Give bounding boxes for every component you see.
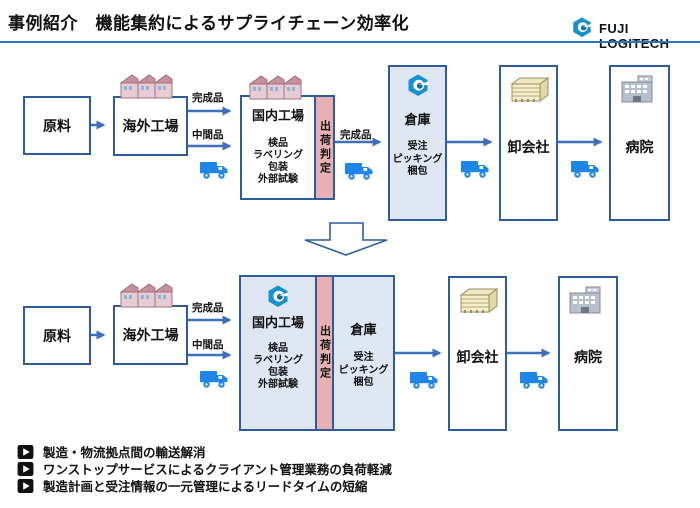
after-shipping-judgment-strip: 出荷判定 (315, 277, 334, 429)
play-bullet-icon (17, 462, 34, 476)
page-title: 事例紹介 機能集約によるサプライチェーン効率化 (8, 14, 410, 33)
wholesale-building-icon (506, 75, 552, 105)
task-labeling: ラベリング (253, 355, 303, 366)
task-packaging: 包装 (268, 367, 288, 378)
task-order: 受注 (353, 352, 374, 363)
before-wholesaler-box: 卸会社 (499, 65, 558, 221)
header-divider (0, 41, 700, 43)
before-overseas-factory-box: 海外工場 (113, 96, 188, 156)
task-packing: 梱包 (353, 377, 374, 388)
domestic-factory-label: 国内工場 (251, 315, 304, 330)
finished-goods-label: 完成品 (340, 129, 372, 141)
list-item: 製造・物流拠点間の輸送解消 (17, 443, 392, 460)
task-order: 受注 (407, 141, 428, 152)
warehouse-tasks: 受注 ピッキング 梱包 (393, 141, 443, 179)
domestic-factory-tasks: 検品 ラベリング 包装 外部試験 (253, 138, 303, 186)
fuji-logitech-logo-icon (266, 284, 290, 308)
after-domestic-factory-cell: 国内工場 検品 ラベリング 包装 外部試験 (241, 277, 315, 429)
finished-goods-label: 完成品 (192, 302, 224, 314)
brand-name: FUJI LOGITECH (599, 21, 670, 51)
after-wholesaler-box: 卸会社 (448, 276, 507, 431)
intermediate-goods-label: 中間品 (192, 129, 224, 141)
task-inspection: 検品 (268, 343, 288, 354)
wholesaler-label: 卸会社 (507, 139, 550, 155)
benefit-text: 製造計画と受注情報の一元管理によるリードタイムの短縮 (43, 480, 368, 494)
overseas-factory-label: 海外工場 (122, 118, 179, 134)
raw-material-label: 原料 (43, 327, 71, 344)
list-item: 製造計画と受注情報の一元管理によるリードタイムの短縮 (17, 477, 392, 494)
before-warehouse-box: 倉庫 受注 ピッキング 梱包 (388, 65, 447, 221)
hospital-building-icon (618, 73, 662, 105)
before-hospital-box: 病院 (609, 65, 670, 221)
task-inspection: 検品 (268, 138, 288, 149)
after-hospital-box: 病院 (558, 276, 618, 431)
domestic-factory-tasks: 検品 ラベリング 包装 外部試験 (253, 343, 303, 391)
hospital-label: 病院 (574, 349, 602, 365)
intermediate-goods-label: 中間品 (192, 339, 224, 351)
after-raw-material-box: 原料 (23, 306, 91, 365)
warehouse-label: 倉庫 (350, 322, 377, 337)
task-external-test: 外部試験 (258, 174, 298, 185)
truck-icon (460, 158, 490, 179)
before-shipping-judgment-strip: 出荷判定 (314, 97, 333, 198)
shipping-judgment-label: 出荷判定 (318, 119, 331, 176)
benefit-text: ワンストップサービスによるクライアント管理業務の負荷軽減 (43, 463, 392, 477)
truck-icon (570, 158, 600, 179)
task-picking: ピッキング (338, 364, 389, 376)
benefit-list: 製造・物流拠点間の輸送解消 ワンストップサービスによるクライアント管理業務の負荷… (17, 443, 392, 494)
task-labeling: ラベリング (253, 150, 303, 161)
task-packing: 梱包 (407, 166, 428, 177)
big-down-arrow (304, 222, 388, 256)
raw-material-label: 原料 (43, 117, 71, 134)
shipping-judgment-label: 出荷判定 (318, 325, 331, 381)
task-external-test: 外部試験 (258, 379, 298, 390)
play-bullet-icon (17, 479, 34, 493)
truck-icon (409, 369, 439, 390)
play-bullet-icon (17, 445, 34, 459)
task-picking: ピッキング (392, 153, 443, 165)
list-item: ワンストップサービスによるクライアント管理業務の負荷軽減 (17, 460, 392, 477)
truck-icon (199, 159, 229, 180)
warehouse-label: 倉庫 (404, 112, 431, 127)
hospital-building-icon (566, 284, 610, 316)
hospital-label: 病院 (625, 139, 654, 155)
before-raw-material-box: 原料 (23, 96, 91, 155)
before-domestic-factory-box: 国内工場 検品 ラベリング 包装 外部試験 出荷判定 (240, 95, 335, 200)
truck-icon (519, 369, 549, 390)
warehouse-tasks: 受注 ピッキング 梱包 (339, 352, 389, 390)
fuji-logitech-logo-icon (406, 73, 430, 97)
after-overseas-factory-box: 海外工場 (113, 305, 188, 365)
overseas-factory-label: 海外工場 (122, 327, 179, 343)
finished-goods-label: 完成品 (192, 92, 224, 104)
wholesaler-label: 卸会社 (456, 349, 499, 365)
benefit-text: 製造・物流拠点間の輸送解消 (43, 446, 206, 460)
fuji-logitech-logo-icon (571, 16, 593, 38)
domestic-factory-label: 国内工場 (251, 108, 304, 123)
truck-icon (344, 160, 374, 181)
domestic-factory-cell: 国内工場 検品 ラベリング 包装 外部試験 (242, 97, 314, 198)
task-packaging: 包装 (268, 162, 288, 173)
wholesale-building-icon (455, 286, 501, 316)
truck-icon (199, 368, 229, 389)
after-warehouse-cell: 倉庫 受注 ピッキング 梱包 (334, 277, 393, 429)
after-combined-facility-box: 国内工場 検品 ラベリング 包装 外部試験 出荷判定 倉庫 受注 ピッキング 梱… (239, 275, 395, 431)
